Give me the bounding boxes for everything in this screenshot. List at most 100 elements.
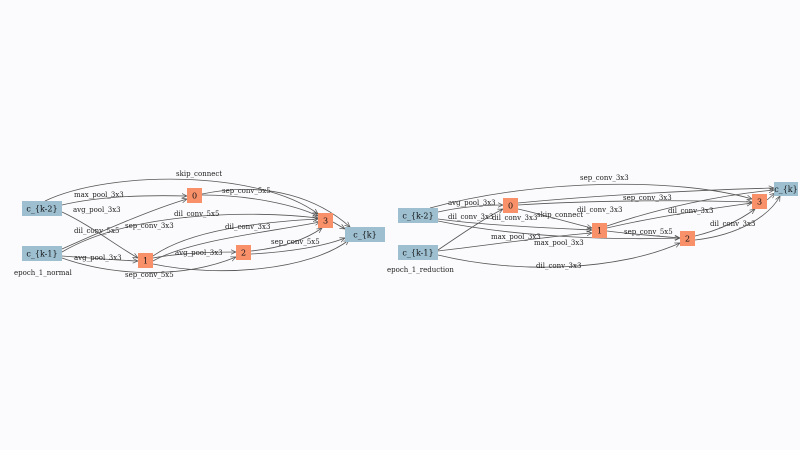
edge-n2-to-out	[694, 196, 780, 241]
node-label: c_{k}	[774, 185, 798, 194]
edge-k2-to-n3	[44, 178, 318, 214]
op-node-box	[680, 231, 695, 246]
node-layer: c_{k-2} c_{k-1} 0 1 2 3 c_{k}	[398, 182, 798, 260]
edge-k2-to-n0	[437, 205, 503, 213]
edge-label: dil_conv_3x3	[225, 223, 270, 231]
node-n2: 2	[680, 231, 695, 246]
edge-label: dil_conv_3x3	[536, 262, 581, 270]
node-n1: 1	[138, 253, 153, 268]
edge-n3-to-out	[332, 221, 345, 229]
op-node-box	[318, 213, 333, 228]
node-k1: c_{k-1}	[22, 246, 62, 261]
op-node-box	[138, 253, 153, 268]
edge-n0-to-n3	[201, 194, 318, 216]
op-node-box	[236, 245, 251, 260]
edge-k1-to-n3	[61, 213, 318, 253]
edge-k1-to-n1	[437, 233, 592, 252]
edge-label: skip_connect	[537, 211, 583, 219]
node-label: 1	[597, 227, 602, 236]
edge-label: dil_conv_3x3	[668, 207, 713, 215]
edge-n0-to-n3	[517, 201, 752, 206]
input-node-box	[22, 246, 62, 261]
input-node-box	[22, 201, 62, 216]
edge-label: max_pool_3x3	[534, 239, 584, 247]
node-k2: c_{k-2}	[22, 201, 62, 216]
node-label: 3	[757, 198, 762, 207]
node-k2: c_{k-2}	[398, 208, 438, 223]
input-node-box	[398, 245, 438, 260]
edge-n0-to-out	[517, 188, 774, 204]
edge-label: dil_conv_3x3	[577, 206, 622, 214]
edge-label: sep_conv_5x5	[624, 228, 673, 236]
node-out: c_{k}	[774, 182, 798, 196]
node-n3: 3	[318, 213, 333, 228]
edge-label: avg_pool_3x3	[448, 199, 496, 207]
edge-label: avg_pool_3x3	[74, 254, 122, 262]
node-label: 2	[685, 235, 690, 244]
edge-n2-to-n3	[694, 209, 755, 237]
edge-label: skip_connect	[176, 170, 222, 178]
op-node-box	[187, 188, 202, 203]
node-layer: c_{k-2} c_{k-1} 0 1 2 3 c_{k}	[22, 188, 385, 268]
edge-n0-to-out	[201, 189, 350, 227]
edge-k1-to-n2	[437, 243, 680, 268]
edge-k1-to-n0	[61, 199, 187, 250]
edge-n1-to-n3	[152, 219, 318, 257]
input-node-box	[398, 208, 438, 223]
edge-k2-to-n1	[61, 211, 138, 258]
edge-k1-to-n2	[61, 257, 236, 273]
edge-n2-to-n3	[250, 228, 322, 252]
node-label: 3	[323, 217, 328, 226]
node-label: c_{k-2}	[26, 205, 57, 214]
edge-label: max_pool_3x3	[491, 233, 541, 241]
edge-n1-to-out	[152, 240, 349, 272]
op-node-box	[752, 194, 767, 209]
edge-label: sep_conv_3x3	[125, 222, 174, 230]
edge-n0-to-n1	[517, 208, 592, 228]
edge-label: sep_conv_3x3	[623, 194, 672, 202]
edge-label: avg_pool_3x3	[175, 249, 223, 257]
edge-n1-to-out	[606, 190, 774, 227]
node-label: c_{k-1}	[26, 250, 57, 259]
edge-label: sep_conv_5x5	[125, 271, 174, 279]
edge-label: dil_conv_5x5	[174, 210, 219, 218]
edge-label: dil_conv_5x5	[74, 227, 119, 235]
normal-cell-graph: max_pool_3x3 dil_conv_5x5 avg_pool_3x3 avg_…	[14, 170, 385, 279]
node-label: 2	[241, 249, 246, 258]
node-label: c_{k-1}	[402, 249, 433, 258]
node-n1: 1	[592, 223, 607, 238]
node-label: 0	[192, 192, 197, 201]
input-node-box	[774, 182, 798, 196]
edge-label: dil_conv_3x3	[448, 213, 493, 221]
edge-k2-to-n3	[429, 183, 752, 209]
edge-n1-to-n3	[152, 222, 320, 262]
edge-label: dil_conv_3x3	[492, 214, 537, 222]
edge-k1-to-n1	[61, 255, 138, 261]
edge-label: sep_conv_5x5	[271, 238, 320, 246]
node-label: 0	[508, 202, 513, 211]
edge-n2-to-out	[250, 238, 345, 255]
edge-n3-to-out	[766, 193, 775, 201]
edge-label: avg_pool_3x3	[73, 206, 121, 214]
edge-n1-to-n3	[606, 203, 752, 229]
node-n0: 0	[503, 198, 518, 213]
node-label: c_{k}	[353, 231, 377, 240]
cell-caption-normal: epoch_1_normal	[14, 269, 73, 277]
edge-label: max_pool_3x3	[74, 191, 124, 199]
node-k1: c_{k-1}	[398, 245, 438, 260]
node-n0: 0	[187, 188, 202, 203]
edge-label: dil_conv_3x3	[710, 220, 755, 228]
input-node-box	[345, 227, 385, 242]
op-node-box	[592, 223, 607, 238]
node-label: 1	[143, 257, 148, 266]
op-node-box	[503, 198, 518, 213]
edge-k2-to-n0	[61, 196, 187, 206]
cell-caption-reduction: epoch_1_reduction	[387, 266, 454, 274]
edge-label: sep_conv_5x5	[222, 187, 271, 195]
edge-layer: max_pool_3x3 dil_conv_5x5 avg_pool_3x3 avg_…	[44, 170, 350, 279]
node-out: c_{k}	[345, 227, 385, 242]
edge-k2-to-n2	[437, 220, 680, 239]
